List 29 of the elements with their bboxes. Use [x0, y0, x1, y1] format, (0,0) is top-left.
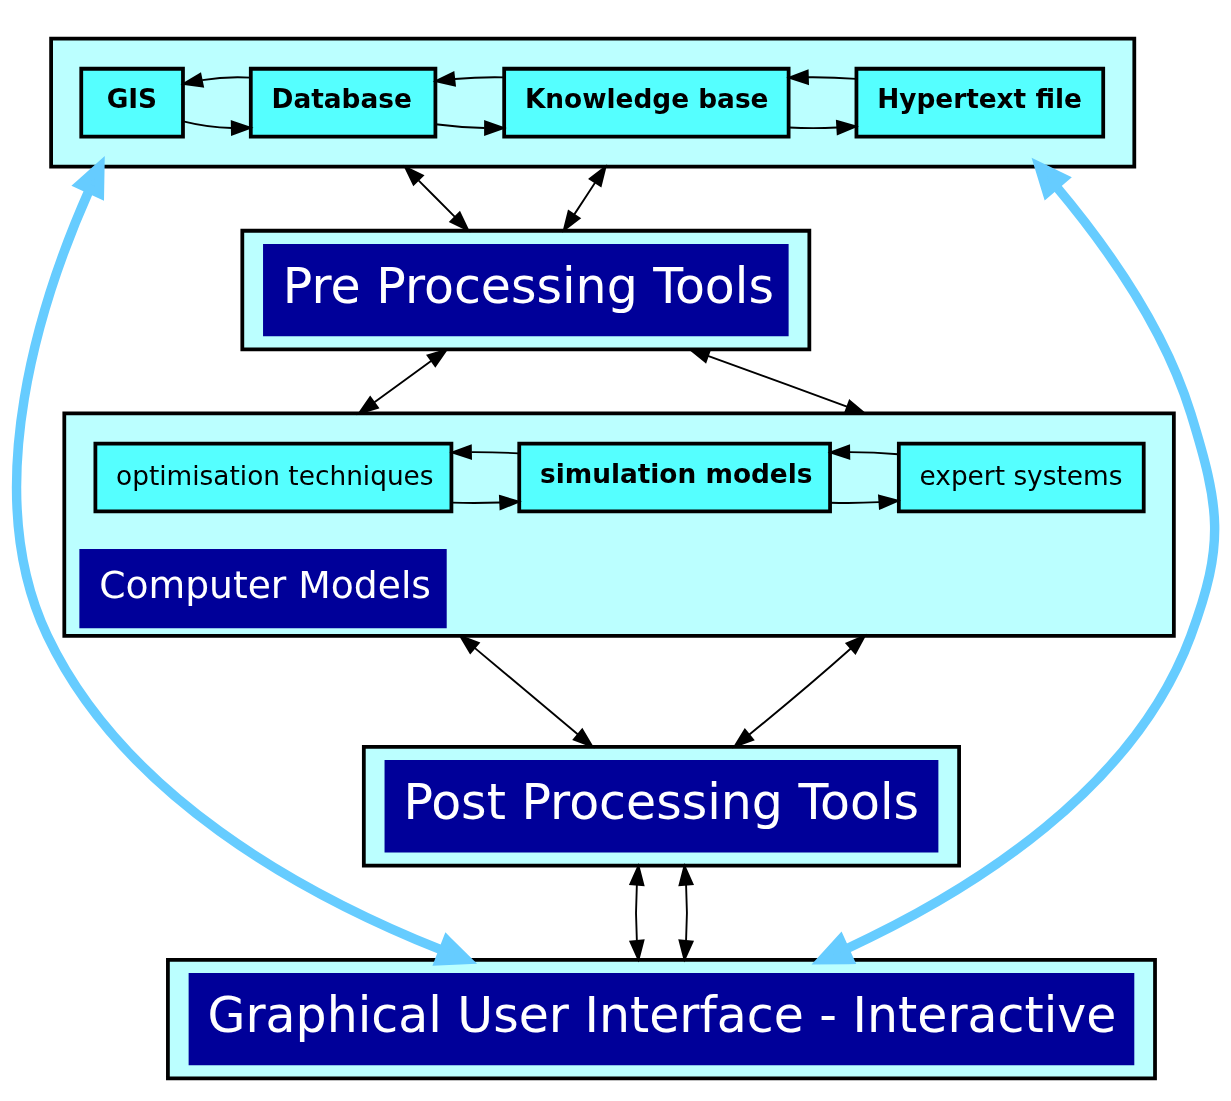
arrow [811, 157, 1220, 965]
node-box: optimisation techniques [93, 441, 454, 513]
arrow [562, 163, 608, 233]
node-box: Post Processing Tools [361, 744, 961, 867]
arrow [402, 164, 471, 232]
arrow [432, 70, 505, 87]
arrow [687, 348, 868, 414]
arrow [827, 443, 900, 460]
arrow [628, 862, 645, 963]
node-box: GIS [79, 66, 185, 138]
arrow [678, 862, 694, 963]
node-box: expert systems [896, 441, 1146, 513]
arrow [451, 494, 522, 510]
node-box: Graphical User Interface - Interactive [166, 957, 1157, 1080]
arrow [434, 119, 507, 136]
arrow [786, 68, 858, 85]
node-box: Database [248, 66, 438, 138]
arrow [12, 155, 478, 966]
arrow [829, 493, 902, 510]
arrow [182, 119, 254, 136]
arrow [449, 443, 520, 460]
arrow [732, 633, 868, 748]
cluster [49, 36, 1137, 169]
arrow [180, 71, 252, 88]
node-box: Hypertext file [854, 66, 1106, 138]
node-box: simulation models [517, 441, 832, 513]
node-box: Knowledge base [502, 66, 791, 138]
arrow [788, 119, 859, 135]
node-box: Pre Processing Tools [240, 228, 812, 351]
